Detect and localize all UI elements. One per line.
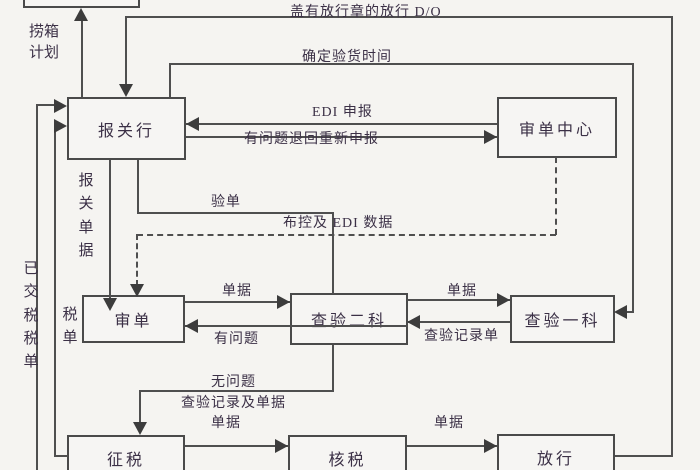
label-inspection-record-docs: 查验记录及单据 <box>181 396 286 411</box>
arrowhead-paid-tax-into-broker <box>54 99 67 113</box>
arrowhead-control-into-doc-review <box>130 284 144 297</box>
line-do-top <box>126 16 673 18</box>
box-inspection-section-1: 查验一科 <box>510 295 615 343</box>
label-docs-c: 单据 <box>211 416 241 431</box>
arrowhead-tax-bill-into-broker <box>54 119 67 133</box>
arrowhead-docs-into-doc-review <box>103 298 117 311</box>
line-paid-tax-rise <box>36 104 38 470</box>
line-doc-check-drop1 <box>137 160 139 214</box>
arrowhead-confirm-into-inspect1 <box>614 305 627 319</box>
box-doc-review: 审单 <box>82 295 185 343</box>
box-review-center: 审单中心 <box>497 97 617 158</box>
label-inspection-record: 查验记录单 <box>424 329 499 344</box>
arrowhead-no-problem-into-levy <box>133 422 147 435</box>
box-release: 放行 <box>497 434 615 470</box>
line-inspect-record <box>407 321 510 323</box>
label-edi-declaration: EDI 申报 <box>312 105 373 120</box>
line-declare-docs <box>109 160 111 300</box>
box-tax-verify-label: 核税 <box>328 451 367 469</box>
arrowhead-docs-a-into-inspect2 <box>277 295 290 309</box>
line-docs-c <box>185 445 288 447</box>
line-docs-b <box>407 299 510 301</box>
label-docs-b: 单据 <box>447 284 477 299</box>
box-customs-broker-label: 报关行 <box>97 122 155 140</box>
label-docs-d: 单据 <box>434 416 464 431</box>
label-tax-bill: 税单 <box>62 307 78 347</box>
arrowhead-do-into-broker <box>119 84 133 97</box>
line-confirm-top <box>169 63 634 65</box>
line-redo-declare <box>186 136 497 138</box>
line-confirm-drop <box>632 63 634 312</box>
box-release-label: 放行 <box>536 451 575 468</box>
line-do-drop <box>125 16 127 88</box>
box-tax-levy: 征税 <box>67 435 185 470</box>
dashed-control-drop2 <box>136 234 138 286</box>
dashed-control-across <box>137 234 556 236</box>
line-do-right <box>671 16 673 457</box>
label-release-do: 盖有放行章的放行 D/O <box>290 5 442 20</box>
line-no-problem-across <box>139 390 334 392</box>
line-no-problem-drop2 <box>139 390 141 424</box>
line-docs-a <box>185 301 290 303</box>
box-customs-broker: 报关行 <box>67 97 186 160</box>
label-has-problem: 有问题 <box>214 332 259 347</box>
box-terminal <box>23 0 140 8</box>
box-review-center-label: 审单中心 <box>518 121 595 139</box>
label-container-plan: 捞箱计划 <box>28 24 59 61</box>
box-tax-verify: 核税 <box>288 435 407 470</box>
line-doc-check-drop2 <box>332 212 334 294</box>
line-do-bottom <box>615 455 673 457</box>
line-confirm-rise <box>169 63 171 97</box>
label-paid-tax-bill: 已交税税单 <box>23 261 39 370</box>
label-confirm-inspection-time: 确定验货时间 <box>302 50 392 65</box>
line-confirm-stub <box>626 311 634 313</box>
line-paid-tax-top <box>36 104 56 106</box>
arrowhead-edi-into-broker <box>186 117 199 131</box>
arrowhead-has-problem-into-doc-review <box>185 319 198 333</box>
line-docs-d <box>407 445 497 447</box>
label-no-problem: 无问题 <box>211 375 256 390</box>
box-doc-review-label: 审单 <box>114 313 153 330</box>
label-doc-check: 验单 <box>211 195 241 210</box>
dashed-control-drop1 <box>555 157 557 235</box>
box-inspection-section-2: 查验二科 <box>290 293 408 345</box>
arrowhead-docs-c-into-verify <box>275 439 288 453</box>
label-control-edi-data: 布控及 EDI 数据 <box>283 216 394 231</box>
arrowhead-docs-d-into-release <box>484 439 497 453</box>
arrowhead-docs-b-into-inspect1 <box>497 293 510 307</box>
label-customs-docs: 报关单据 <box>78 173 94 259</box>
line-doc-check-across <box>137 212 334 214</box>
line-no-problem-drop1 <box>332 345 334 391</box>
arrowhead-plan-into-terminal <box>74 8 88 21</box>
label-docs-a: 单据 <box>222 284 252 299</box>
box-tax-levy-label: 征税 <box>106 451 145 469</box>
line-tax-bill-rise <box>54 125 56 457</box>
line-edi-declare <box>186 123 497 125</box>
box-inspection-section-2-label: 查验二科 <box>310 313 387 330</box>
box-inspection-section-1-label: 查验一科 <box>524 313 601 330</box>
arrowhead-redo-into-review-center <box>484 130 497 144</box>
arrowhead-record-into-inspect2 <box>407 315 420 329</box>
line-tax-bill-bottom <box>54 455 68 457</box>
label-return-redeclare: 有问题退回重新申报 <box>244 132 379 147</box>
line-container-plan <box>81 18 83 97</box>
line-has-problem <box>185 325 408 327</box>
